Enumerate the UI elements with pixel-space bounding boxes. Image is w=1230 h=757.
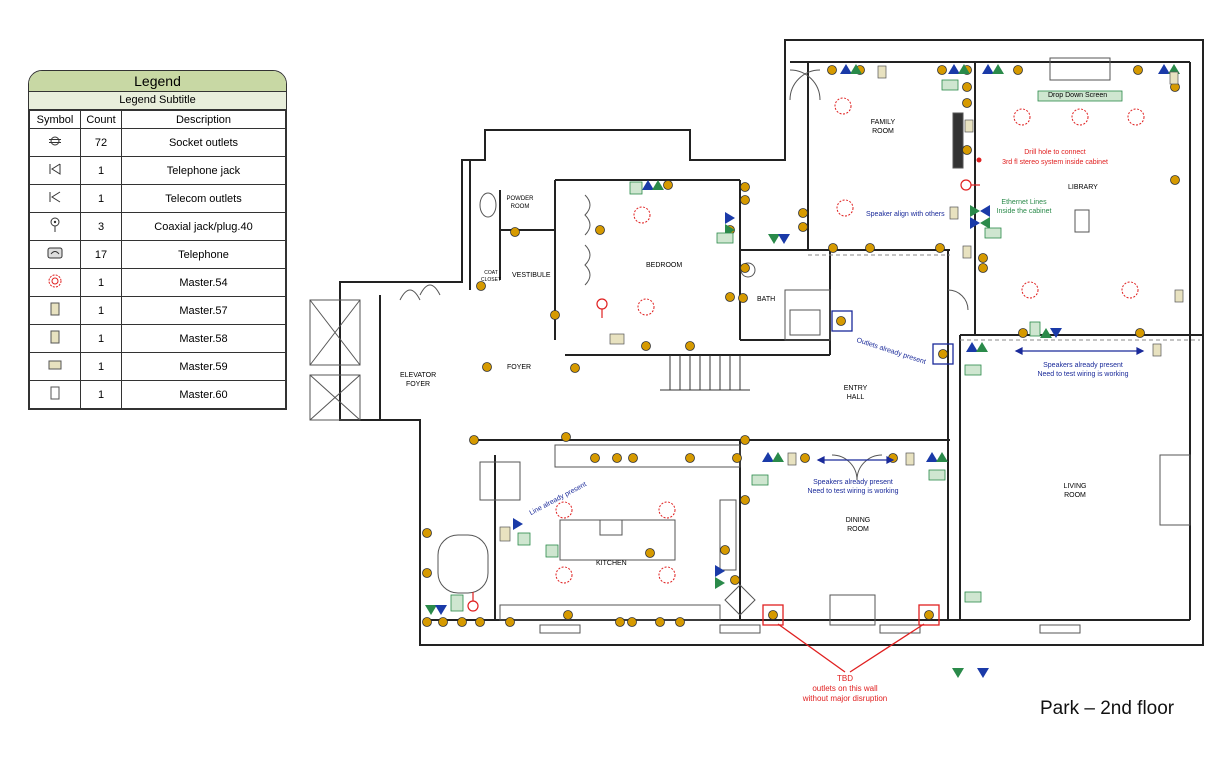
legend-row: 1 Master.60 <box>29 380 286 409</box>
legend-header-count: Count <box>80 110 122 129</box>
speakers-present-line-2: Need to test wiring is working <box>1037 371 1129 378</box>
legend-title: Legend <box>29 71 286 92</box>
speakers-present-note-living: Speakers already present Need to test wi… <box>1018 361 1148 379</box>
ethernet-note-line-1: Ethernet Lines <box>1001 199 1047 206</box>
legend-row: 1 Master.54 <box>29 268 286 297</box>
legend-row: 3 Coaxial jack/plug.40 <box>29 212 286 241</box>
room-label-foyer: FOYER <box>507 364 532 371</box>
speakers-present-line-1: Speakers already present <box>1043 362 1123 369</box>
legend-desc: Master.60 <box>121 380 286 409</box>
room-label-kitchen: KITCHEN <box>596 560 627 567</box>
legend-count: 1 <box>80 324 122 353</box>
room-label-library: LIBRARY <box>1068 184 1098 191</box>
speakers-present-dining-line-2: Need to test wiring is working <box>807 488 899 495</box>
legend-row: 1 Telecom outlets <box>29 184 286 213</box>
legend-desc: Telecom outlets <box>121 184 286 213</box>
legend-count: 17 <box>80 240 122 269</box>
wall-panel-icon <box>50 330 60 344</box>
room-label-vestibule: VESTIBULE <box>512 272 551 279</box>
legend-row: 1 Master.57 <box>29 296 286 325</box>
room-label-dining: DINING ROOM <box>845 517 871 533</box>
drop-down-screen-label: Drop Down Screen <box>1048 92 1108 99</box>
legend-count: 1 <box>80 184 122 213</box>
legend-desc: Socket outlets <box>121 128 286 157</box>
legend-header-symbol: Symbol <box>29 110 81 129</box>
legend-header-description: Description <box>121 110 286 129</box>
socket-outlet-icon <box>49 136 61 146</box>
drill-note-line-1: Drill hole to connect <box>1024 149 1086 156</box>
legend-desc: Coaxial jack/plug.40 <box>121 212 286 241</box>
room-label-bath: BATH <box>757 296 776 303</box>
telecom-outlet-icon <box>49 191 61 203</box>
wall-panel-icon <box>48 360 62 370</box>
speaker-s-icon <box>48 274 62 288</box>
wall-panel-icon <box>50 386 60 400</box>
room-label-elevator: ELEVATOR FOYER <box>400 372 437 388</box>
speakers-present-dining-line-1: Speakers already present <box>813 479 893 486</box>
room-label-entry: ENTRY HALL <box>843 385 868 401</box>
wall-panel-icon <box>50 302 60 316</box>
telephone-icon <box>47 247 63 259</box>
ethernet-note-line-2: Inside the cabinet <box>996 208 1052 215</box>
telephone-jack-icon <box>49 163 61 175</box>
legend-count: 72 <box>80 128 122 157</box>
legend-row: 1 Master.59 <box>29 352 286 381</box>
drill-hole-note: Drill hole to connect 3rd fl stereo syst… <box>985 148 1125 168</box>
legend-count: 1 <box>80 380 122 409</box>
legend-count: 3 <box>80 212 122 241</box>
legend-desc: Master.58 <box>121 324 286 353</box>
tbd-line-2: outlets on this wall <box>812 684 878 693</box>
legend-count: 1 <box>80 268 122 297</box>
ethernet-note: Ethernet Lines Inside the cabinet <box>994 198 1054 216</box>
room-label-bedroom: BEDROOM <box>646 262 683 269</box>
room-label-family: FAMILY ROOM <box>870 119 896 135</box>
tbd-line-3: without major disruption <box>802 694 888 703</box>
legend-desc: Telephone jack <box>121 156 286 185</box>
tbd-line-1: TBD <box>837 674 853 683</box>
legend-row: 17 Telephone <box>29 240 286 269</box>
drill-note-line-2: 3rd fl stereo system inside cabinet <box>1002 159 1108 166</box>
legend-header-row: Symbol Count Description <box>29 110 286 129</box>
legend-subtitle: Legend Subtitle <box>29 92 286 110</box>
legend-desc: Telephone <box>121 240 286 269</box>
room-label-powder: POWDER ROOM <box>506 196 534 210</box>
legend-count: 1 <box>80 352 122 381</box>
legend-row: 72 Socket outlets <box>29 128 286 157</box>
legend-desc: Master.59 <box>121 352 286 381</box>
coaxial-jack-icon <box>50 217 60 232</box>
legend-desc: Master.57 <box>121 296 286 325</box>
room-label-coat: COAT CLOSET <box>481 270 502 283</box>
legend-count: 1 <box>80 296 122 325</box>
tbd-note: TBD outlets on this wall without major d… <box>780 674 910 704</box>
speaker-align-note: Speaker align with others <box>866 211 945 218</box>
legend-count: 1 <box>80 156 122 185</box>
legend-panel: Legend Legend Subtitle Symbol Count Desc… <box>28 70 287 410</box>
legend-row: 1 Master.58 <box>29 324 286 353</box>
legend-table: Symbol Count Description 72 Socket outle… <box>29 110 286 409</box>
speakers-present-note-dining: Speakers already present Need to test wi… <box>788 478 918 496</box>
legend-row: 1 Telephone jack <box>29 156 286 185</box>
floor-title: Park – 2nd floor <box>1040 698 1175 719</box>
legend-desc: Master.54 <box>121 268 286 297</box>
room-label-living: LIVING ROOM <box>1063 483 1087 499</box>
